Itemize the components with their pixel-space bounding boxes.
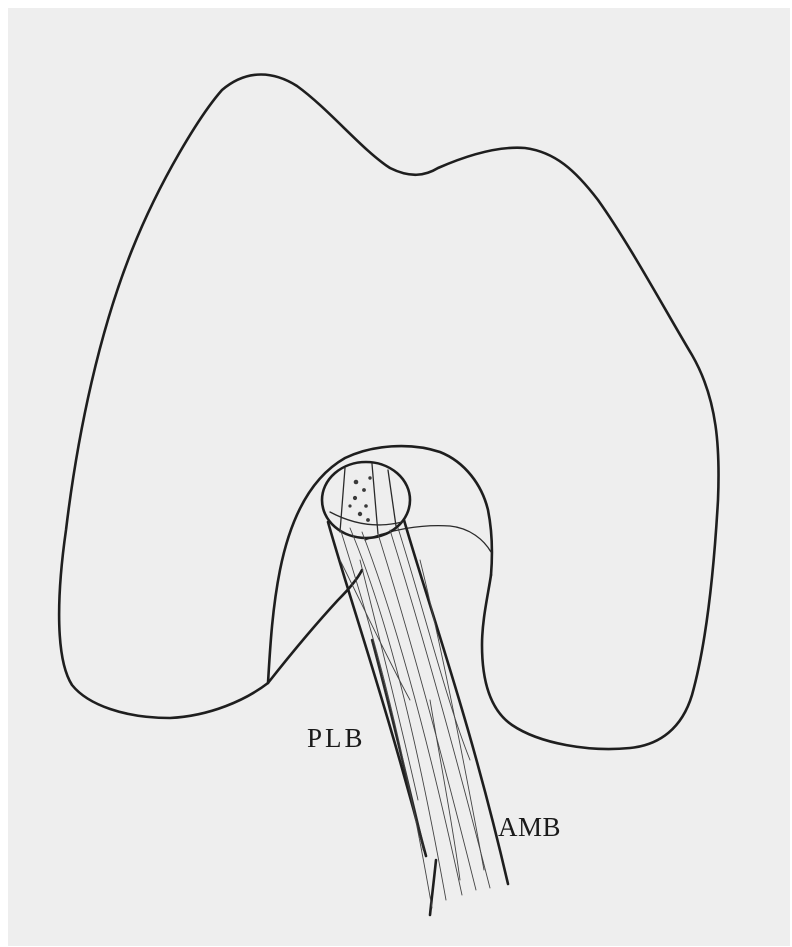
footprint-dot	[362, 488, 366, 492]
acl-fiber	[362, 532, 462, 895]
footprint-dot	[354, 480, 359, 485]
footprint-stripe-3	[388, 470, 396, 526]
femoral-condyle-outline	[59, 75, 718, 750]
footprint-dot	[348, 504, 351, 507]
plb-fiber-edge	[372, 640, 424, 850]
acl-fiber	[430, 700, 460, 880]
plb-label: PLB	[307, 723, 366, 754]
acl-fiber	[390, 530, 490, 888]
acl-femoral-footprint	[322, 462, 410, 538]
notch-outline	[268, 446, 492, 683]
footprint-dot	[366, 518, 370, 522]
footprint-dot	[358, 512, 362, 516]
footprint-stripe-1	[340, 468, 345, 532]
footprint-dot	[368, 476, 371, 479]
amb-label: AMB	[498, 812, 561, 843]
footprint-dot	[353, 496, 357, 500]
pcl-upper-line	[365, 526, 491, 552]
footprint-stripe-2	[372, 464, 378, 534]
acl-bundle-bottom-edge	[430, 860, 436, 915]
footprint-dot	[364, 504, 368, 508]
